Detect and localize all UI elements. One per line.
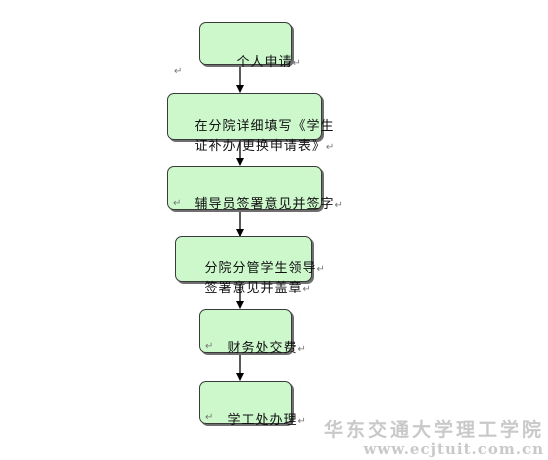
paragraph-mark: ↵ (205, 341, 214, 352)
paragraph-mark: ↵ (297, 416, 306, 427)
step-1-label: 个人申请 (236, 55, 293, 70)
step-4-label-line1: 分院分管学生领导 (204, 261, 317, 276)
watermark-url: www.ecjtuit.com.cn (363, 440, 544, 458)
watermark: 华东交通大学理工学院 www.ecjtuit.com.cn (324, 415, 544, 458)
step-student-affairs-process: 学工处办理↵ ↵ (199, 381, 306, 428)
paragraph-mark: ↵ (316, 264, 325, 275)
step-2-label-line1: 在分院详细填写《学生 (194, 119, 335, 134)
step-5-label: 财务处交费 (227, 341, 298, 356)
step-finance-payment: 财务处交费↵ ↵ (199, 309, 306, 356)
paragraph-mark: ↵ (292, 58, 301, 69)
step-6-label: 学工处办理 (227, 413, 298, 428)
paragraph-mark: ↵ (173, 198, 182, 209)
paragraph-mark: ↵ (174, 66, 183, 77)
paragraph-mark: ↵ (297, 344, 306, 355)
step-4-label-line2: 签署意见并盖章 (204, 281, 303, 296)
step-3-label: 辅导员签署意见并签字 (194, 197, 335, 212)
step-personal-application: 个人申请↵ (199, 22, 301, 70)
watermark-name: 华东交通大学理工学院 (323, 419, 544, 441)
paragraph-mark: ↵ (334, 200, 343, 211)
step-fill-application-form: 在分院详细填写《学生 证补办/更换申请表》↵ (167, 93, 334, 154)
paragraph-mark: ↵ (205, 412, 214, 423)
paragraph-mark: ↵ (325, 142, 335, 153)
paragraph-mark: ↵ (302, 284, 311, 295)
step-counselor-sign: 辅导员签署意见并签字↵ ↵ (167, 166, 343, 212)
step-college-leader-stamp: 分院分管学生领导↵ 签署意见并盖章↵ (175, 236, 325, 296)
step-2-label-line2: 证补办/更换申请表》 (194, 139, 326, 154)
